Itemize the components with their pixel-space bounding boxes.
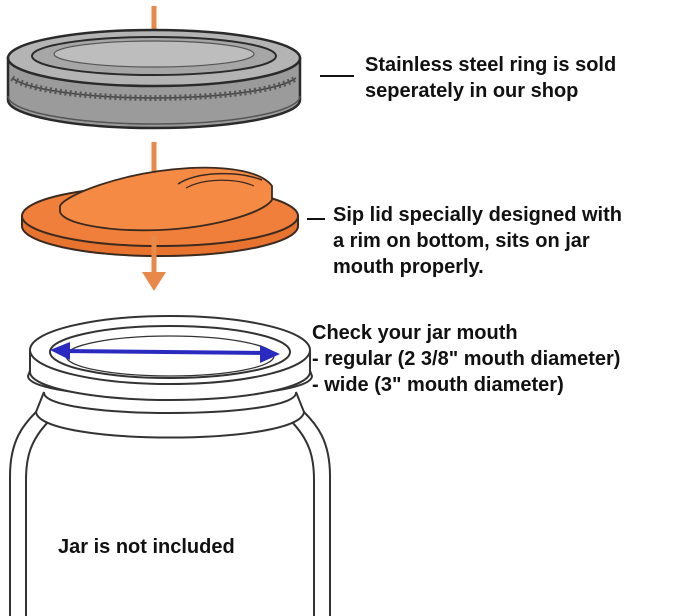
ring-callout-line-2: seperately in our shop xyxy=(365,80,579,102)
jar-not-included-note: Jar is not included xyxy=(58,536,235,558)
lid-callout-line-2: a rim on bottom, sits on jar xyxy=(333,230,590,252)
diameter-measure-arrow xyxy=(50,342,280,363)
mouth-callout-line-1: Check your jar mouth xyxy=(312,322,518,344)
sip-lid-icon xyxy=(21,166,299,257)
mouth-callout-line-2: - regular (2 3/8" mouth diameter) xyxy=(312,348,621,370)
ring-callout: Stainless steel ring is sold seperately … xyxy=(365,52,616,104)
jar-mouth-callout: Check your jar mouth - regular (2 3/8" m… xyxy=(312,320,620,398)
lid-callout-line-3: mouth properly. xyxy=(333,256,484,278)
lid-callout-line-1: Sip lid specially designed with xyxy=(333,204,622,226)
mason-jar-icon xyxy=(9,315,331,616)
lid-leader-line xyxy=(307,218,325,220)
ring-leader-line xyxy=(320,75,354,77)
lid-callout: Sip lid specially designed with a rim on… xyxy=(333,202,622,280)
ring-callout-line-1: Stainless steel ring is sold xyxy=(365,54,617,76)
mouth-callout-line-3: - wide (3" mouth diameter) xyxy=(312,374,564,396)
bottom-arrow-head xyxy=(142,272,166,291)
metal-ring-icon xyxy=(6,28,302,130)
